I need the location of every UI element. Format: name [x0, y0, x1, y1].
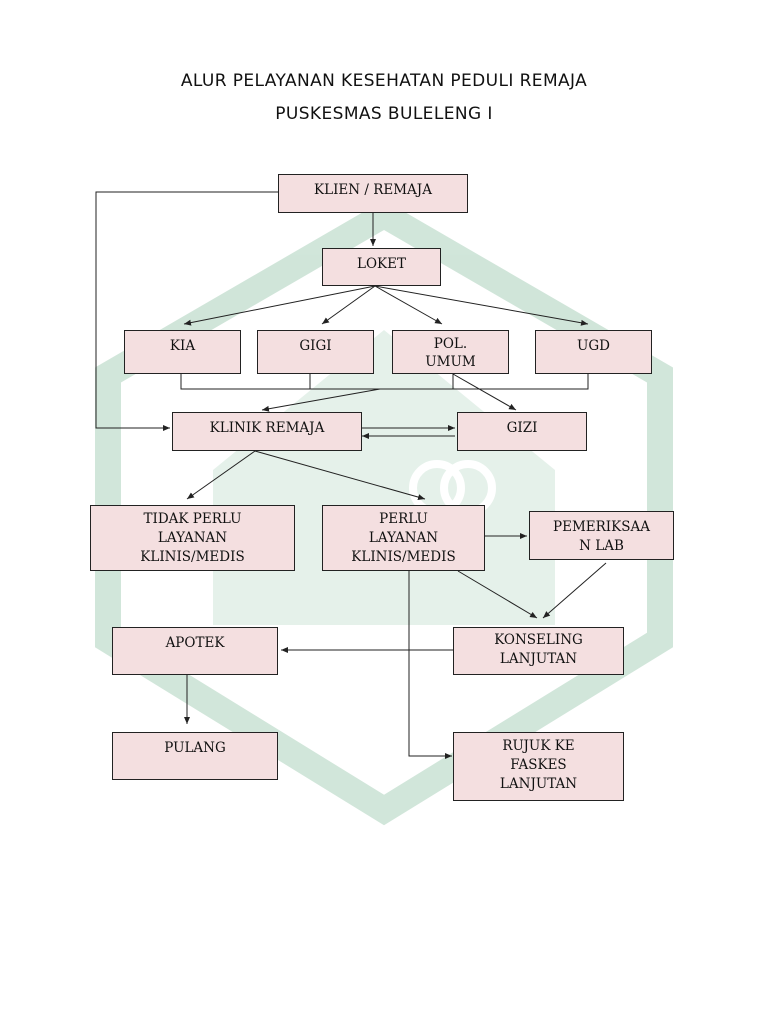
node-konseling-lanjutan: KONSELING LANJUTAN — [453, 627, 624, 675]
edge-perlu-rujuk — [408, 571, 452, 759]
edge-loket-kia — [183, 285, 376, 326]
node-loket: LOKET — [322, 248, 441, 286]
poli-collector-line — [180, 374, 589, 390]
node-pol-umum: POL. UMUM — [392, 330, 509, 374]
node-pemeriksaan-lab: PEMERIKSAA N LAB — [529, 511, 674, 560]
edge-loket-pol-umum — [374, 285, 443, 325]
edge-klinik-remaja-tidak-perlu — [186, 450, 256, 500]
node-rujuk-faskes: RUJUK KE FASKES LANJUTAN — [453, 732, 624, 801]
node-klinik-remaja: KLINIK REMAJA — [172, 412, 362, 451]
diagram-title: ALUR PELAYANAN KESEHATAN PEDULI REMAJA — [180, 71, 588, 91]
edge-lab-konseling — [542, 562, 607, 619]
node-perlu-layanan: PERLU LAYANAN KLINIS/MEDIS — [322, 505, 485, 571]
node-pulang: PULANG — [112, 732, 278, 780]
edge-perlu-konseling — [457, 570, 538, 619]
edge-klinik-remaja-perlu — [254, 450, 426, 500]
diagram-subtitle: PUSKESMAS BULELENG I — [275, 104, 493, 124]
edge-poli-klinik-remaja — [261, 388, 381, 412]
edge-loket-gigi — [321, 285, 376, 325]
node-kia: KIA — [124, 330, 241, 374]
node-apotek: APOTEK — [112, 627, 278, 675]
node-gizi: GIZI — [457, 412, 587, 451]
node-tidak-perlu-layanan: TIDAK PERLU LAYANAN KLINIS/MEDIS — [90, 505, 295, 571]
node-ugd: UGD — [535, 330, 652, 374]
edge-poli-gizi — [452, 373, 517, 411]
node-klien-remaja: KLIEN / REMAJA — [278, 174, 468, 213]
edge-klien-klinik-remaja — [95, 191, 278, 431]
node-gigi: GIGI — [257, 330, 374, 374]
edge-loket-ugd — [374, 285, 589, 326]
